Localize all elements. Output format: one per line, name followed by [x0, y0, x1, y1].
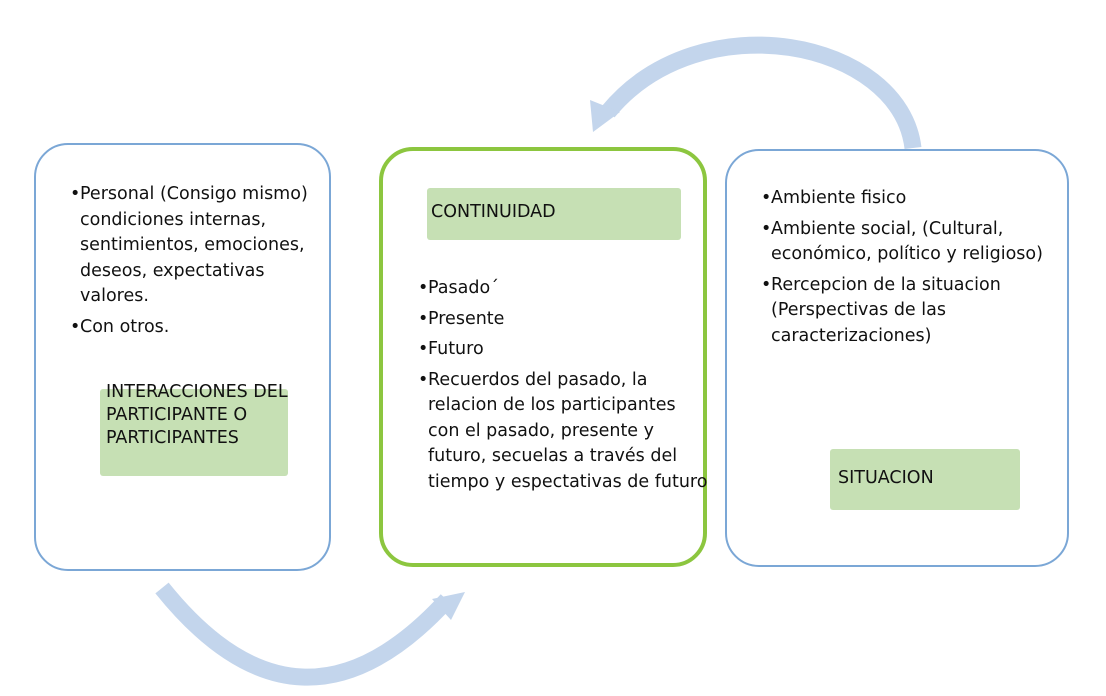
- continuity-box: CONTINUIDAD Pasado´ Presente Futuro Recu…: [379, 147, 707, 567]
- list-item: Ambiente social, (Cultural, económico, p…: [761, 217, 1061, 268]
- situation-list: Ambiente fisico Ambiente social, (Cultur…: [761, 186, 1061, 354]
- list-item: Personal (Consigo mismo) condiciones int…: [70, 182, 320, 310]
- list-item: Ambiente fisico: [761, 186, 1061, 212]
- situation-label: SITUACION: [830, 449, 1020, 510]
- continuity-list: Pasado´ Presente Futuro Recuerdos del pa…: [418, 276, 708, 500]
- list-item: Presente: [418, 307, 708, 333]
- bottom-arrow-head: [432, 592, 465, 620]
- list-item: Pasado´: [418, 276, 708, 302]
- list-item: Rercepcion de la situacion (Perspectivas…: [761, 273, 1061, 350]
- interactions-box: Personal (Consigo mismo) condiciones int…: [34, 143, 331, 571]
- interactions-label: INTERACCIONES DEL PARTICIPANTE O PARTICI…: [100, 382, 288, 476]
- list-item: Con otros.: [70, 315, 320, 341]
- list-item: Recuerdos del pasado, la relacion de los…: [418, 368, 708, 496]
- list-item: Futuro: [418, 337, 708, 363]
- bottom-curved-arrow: [155, 582, 454, 686]
- situation-box: Ambiente fisico Ambiente social, (Cultur…: [725, 149, 1069, 567]
- continuity-label: CONTINUIDAD: [427, 188, 681, 240]
- top-curved-arrow: [601, 36, 922, 150]
- top-arrow-head: [590, 100, 620, 132]
- interactions-list: Personal (Consigo mismo) condiciones int…: [70, 182, 320, 345]
